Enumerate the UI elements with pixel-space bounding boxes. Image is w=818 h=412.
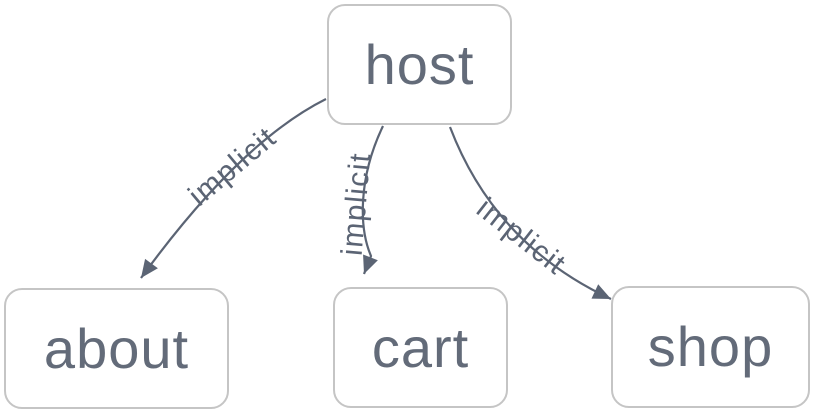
node-about[interactable]: about xyxy=(4,288,229,409)
edge-host-shop xyxy=(448,126,612,300)
node-cart[interactable]: cart xyxy=(333,287,508,408)
edge-host-about xyxy=(140,98,327,279)
node-shop[interactable]: shop xyxy=(611,286,810,408)
node-host-label: host xyxy=(364,32,475,96)
node-cart-label: cart xyxy=(371,315,470,379)
node-about-label: about xyxy=(43,316,190,380)
node-host[interactable]: host xyxy=(327,4,512,125)
node-shop-label: shop xyxy=(647,315,774,378)
edge-host-cart xyxy=(361,125,384,275)
